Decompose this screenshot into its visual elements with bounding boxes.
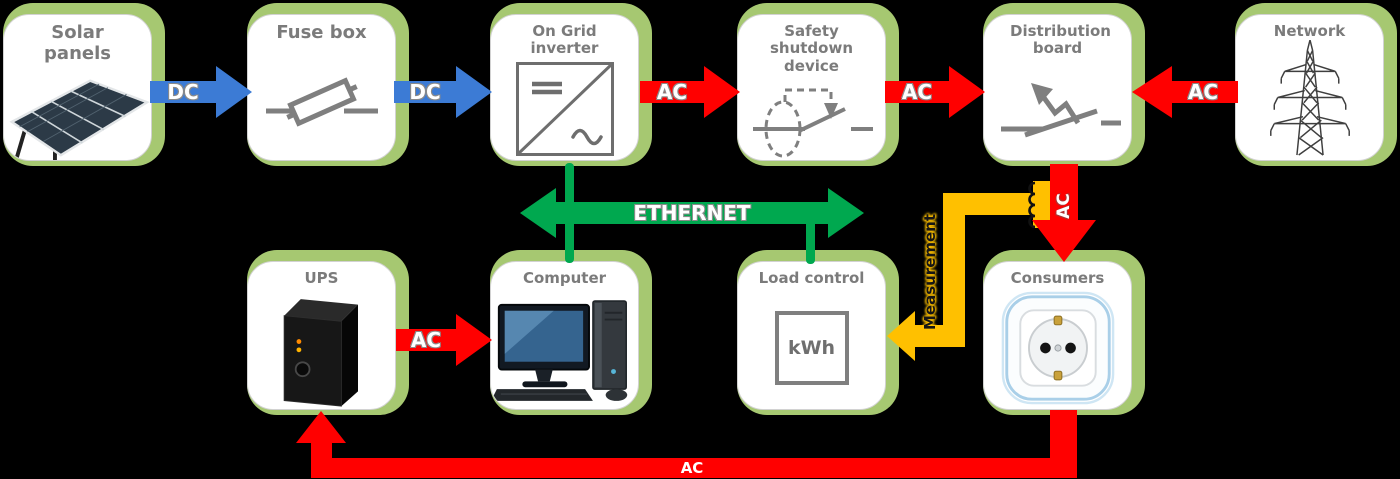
arrow-fuse-to-inverter: DC <box>394 66 492 118</box>
node-title: Solar panels <box>44 22 111 64</box>
measurement-line-top <box>943 193 1053 215</box>
node-title: Load control <box>758 269 865 287</box>
arrow-label-dc: DC <box>409 80 441 104</box>
arrow-solar-to-fuse: DC <box>150 66 252 118</box>
node-title: Fuse box <box>276 22 367 43</box>
arrow-network-to-distribution: AC <box>1132 66 1238 118</box>
solar-panel-icon <box>9 79 150 160</box>
arrow-inverter-to-safety: AC <box>640 66 740 118</box>
arrow-ups-to-computer: AC <box>396 314 492 366</box>
node-title: On Grid inverter <box>530 22 599 58</box>
ac-return-line-bottom <box>311 458 1077 478</box>
node-title: Safety shutdown device <box>769 22 854 75</box>
arrow-label-ac: AC <box>901 80 933 104</box>
arrow-label-ac-vertical: AC <box>1054 193 1074 219</box>
node-title: UPS <box>304 269 339 287</box>
computer-icon <box>491 300 628 402</box>
measurement-label: Measurement <box>921 213 939 331</box>
inverter-icon <box>515 61 614 156</box>
fuse-icon <box>265 77 378 127</box>
node-ups: UPS <box>247 250 409 415</box>
kwh-label: kWh <box>787 337 836 360</box>
arrow-label-ac: AC <box>656 80 688 104</box>
node-solar-panels: Solar panels <box>3 3 165 166</box>
ups-icon <box>283 299 358 407</box>
node-computer: Computer <box>490 250 652 415</box>
line-ethernet-to-load-control <box>806 218 815 264</box>
node-title: Consumers <box>1010 269 1105 287</box>
node-safety-shutdown-device: Safety shutdown device <box>737 3 899 166</box>
node-on-grid-inverter: On Grid inverter <box>490 3 652 166</box>
measurement-arrowhead <box>887 311 915 361</box>
ac-return-label: AC <box>680 459 704 477</box>
power-line-tower-icon <box>1269 40 1350 156</box>
arrow-label-ac: AC <box>1187 80 1219 104</box>
ac-return-arrowhead <box>296 411 346 443</box>
measurement-line-vertical <box>943 193 965 347</box>
arrow-label-dc: DC <box>167 80 199 104</box>
ac-return-line-left <box>311 441 332 461</box>
node-network: Network <box>1235 3 1397 166</box>
safety-switch-icon <box>752 88 873 158</box>
arrow-label-ethernet: ETHERNET <box>633 201 751 225</box>
kwh-meter-icon: kWh <box>774 311 849 386</box>
power-socket-icon <box>1001 291 1114 405</box>
node-title: Distribution board <box>1010 22 1111 58</box>
node-consumers: Consumers <box>983 250 1145 415</box>
node-title: Network <box>1273 22 1346 40</box>
node-load-control: Load control kWh <box>737 250 899 415</box>
node-fuse-box: Fuse box <box>247 3 409 166</box>
measurement-line-bottom <box>915 325 965 347</box>
node-title: Computer <box>522 269 607 287</box>
breaker-icon <box>1000 82 1121 138</box>
arrow-distribution-to-consumers <box>1032 164 1096 262</box>
arrow-safety-to-distribution: AC <box>885 66 985 118</box>
node-distribution-board: Distribution board <box>983 3 1145 166</box>
arrow-ethernet: ETHERNET <box>520 188 864 238</box>
arrow-label-ac: AC <box>410 328 442 352</box>
